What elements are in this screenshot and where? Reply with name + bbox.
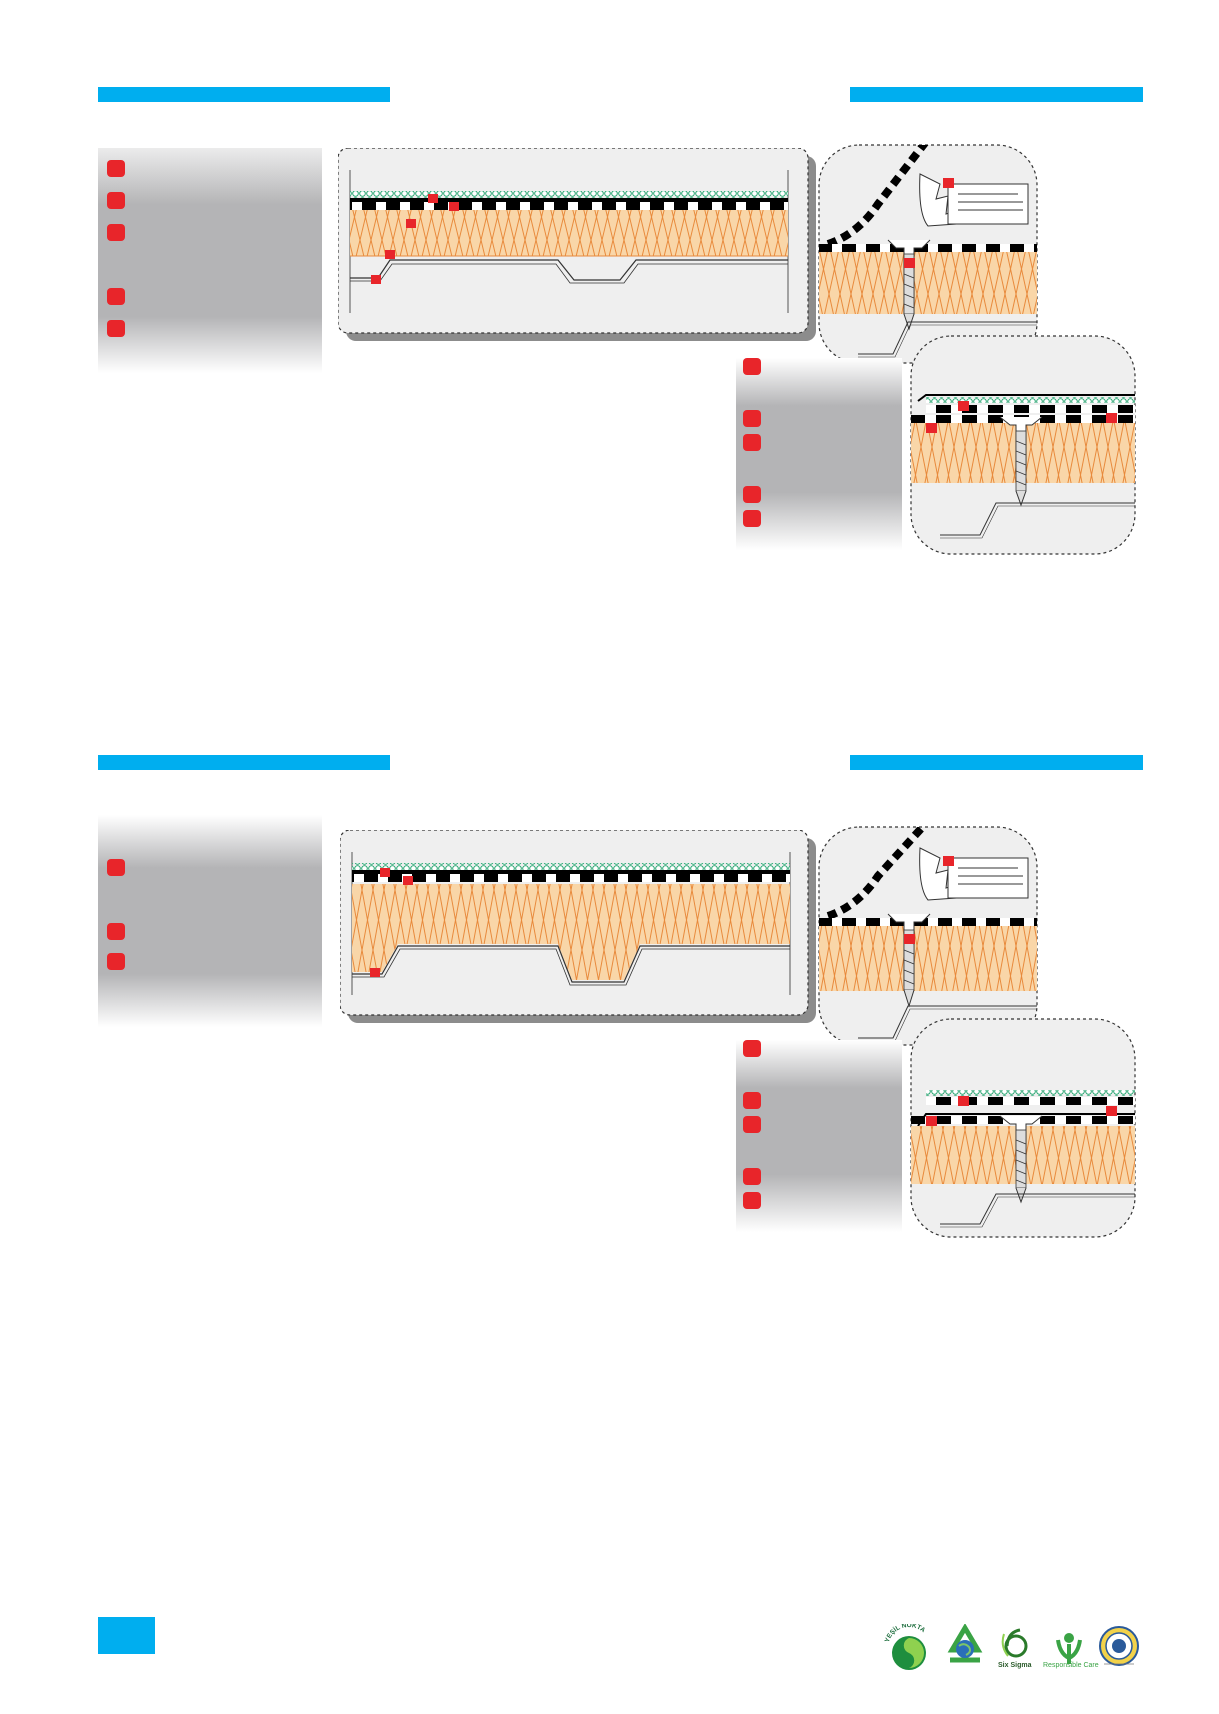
section-1-edge-detail	[818, 144, 1038, 364]
section-2-roof-cross-section	[340, 830, 816, 1023]
detail-legend-marker-2	[743, 1092, 761, 1109]
page-number-block	[98, 1617, 155, 1654]
section-1-header-bar-left	[98, 87, 390, 102]
legend-marker-2	[107, 192, 125, 209]
section-2-fastener-detail	[910, 1018, 1136, 1238]
detail-legend-marker-3	[743, 1116, 761, 1133]
legend-marker-3	[107, 224, 125, 241]
section-2-edge-detail	[818, 826, 1038, 1046]
legend-marker-2	[107, 923, 125, 940]
six-sigma-icon	[1001, 1628, 1028, 1658]
yesil-nokta-icon: YEŞİL NOKTA	[884, 1624, 927, 1670]
detail-legend-marker-1	[743, 358, 761, 375]
section-1-detail-legend-panel	[736, 358, 902, 550]
detail-legend-marker-5	[743, 1192, 761, 1209]
section-1-legend-panel	[98, 148, 322, 373]
section-2-header-bar-right	[850, 755, 1143, 770]
quality-seal-icon	[1099, 1626, 1139, 1666]
recycle-globe-icon	[947, 1624, 983, 1663]
legend-marker-1	[107, 160, 125, 177]
section-2-header-bar-left	[98, 755, 390, 770]
detail-legend-marker-2	[743, 410, 761, 427]
section-2-detail-legend-panel	[736, 1040, 902, 1232]
legend-marker-3	[107, 953, 125, 970]
detail-legend-marker-3	[743, 434, 761, 451]
six-sigma-label: Six Sigma	[998, 1662, 1032, 1669]
detail-legend-marker-4	[743, 486, 761, 503]
detail-legend-marker-4	[743, 1168, 761, 1185]
legend-marker-4	[107, 288, 125, 305]
section-1-fastener-detail	[910, 335, 1136, 555]
legend-marker-5	[107, 320, 125, 337]
section-1-header-bar-right	[850, 87, 1143, 102]
responsible-care-icon	[1056, 1633, 1082, 1664]
legend-marker-1	[107, 859, 125, 876]
section-1-roof-cross-section	[338, 148, 816, 341]
detail-legend-marker-5	[743, 510, 761, 527]
responsible-care-label: Responsible Care	[1043, 1662, 1099, 1669]
section-2-legend-panel	[98, 815, 322, 1027]
detail-legend-marker-1	[743, 1040, 761, 1057]
